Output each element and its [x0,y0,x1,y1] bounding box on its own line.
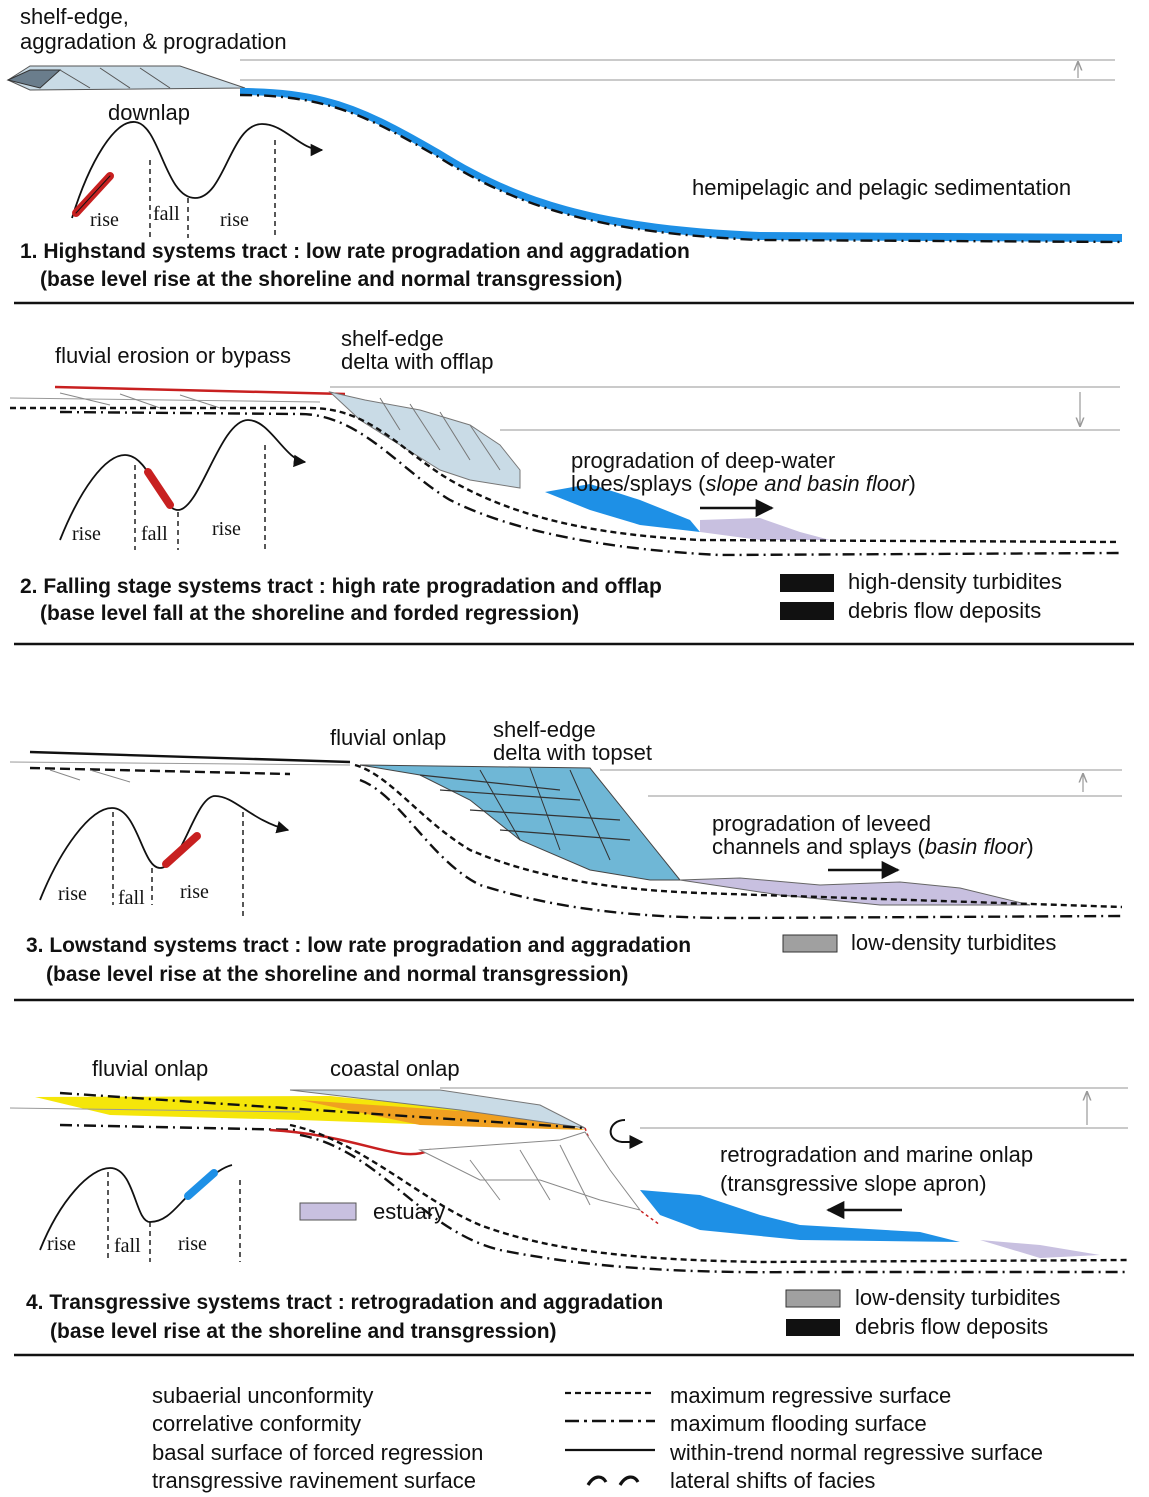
legend-swatch-low-density [785,1289,841,1308]
max-flooding-surface-1 [239,93,1123,244]
panel-4-title: 4. Transgressive systems tract : retrogr… [26,1291,663,1314]
label-fluvial-onlap-4: fluvial onlap [92,1056,208,1081]
legend-debris-flow-deposits: debris flow deposits [855,1314,1048,1339]
legend-transgressive-ravinement: transgressive ravinement surface [152,1468,476,1493]
hemipelagic-drape [240,88,1122,242]
panel-1-title: 1. Highstand systems tract : low rate pr… [20,240,690,263]
curve-label-fall: fall [118,887,145,909]
surface-legend: subaerial unconformity correlative confo… [152,1383,1043,1493]
legend-correlative-conformity: correlative conformity [152,1411,361,1436]
label-progradation-leveed: progradation of leveed [712,811,931,836]
panel-3-lowstand: fluvial onlap shelf-edge delta with tops… [9,717,1134,1002]
panel-2-subtitle: (base level fall at the shoreline and fo… [40,602,579,625]
base-level-curve-4: rise fall rise [39,1164,241,1262]
legend-swatch-estuary [299,1202,357,1221]
transgressive-slope-apron [640,1190,960,1242]
panel-4-subtitle: (base level rise at the shoreline and tr… [50,1320,557,1343]
legend-estuary: estuary [373,1199,445,1224]
curve-label-fall: fall [153,203,180,225]
curve-label-rise: rise [178,1233,207,1255]
current-position-marker-4 [184,1169,218,1200]
legend-within-trend-surface: within-trend normal regressive surface [669,1440,1043,1465]
max-flooding-surface-2 [59,410,1121,557]
coastal-wedge [289,1089,586,1129]
legend-max-regressive-surface: maximum regressive surface [670,1383,951,1408]
cycle-arrow-icon [609,1119,644,1149]
panel-4-transgressive: fluvial onlap coastal onlap retrogradati… [9,1056,1134,1357]
legend-swatch-low-density [782,934,838,953]
curve-label-rise: rise [180,881,209,903]
label-aggradation-progradation: aggradation & progradation [20,29,287,54]
max-regressive-surface-3 [354,763,1123,909]
offlap-delta [328,391,521,489]
label-delta-topset: delta with topset [493,740,652,765]
leveed-channels-splays [679,877,1031,906]
label-shelf-edge-1: shelf-edge, [20,4,129,29]
legend-subaerial-unconformity: subaerial unconformity [152,1383,373,1408]
coastal-onlap-fill [300,1100,585,1130]
panel-2-falling-stage: fluvial erosion or bypass shelf-edge del… [9,326,1134,646]
legend-swatch-debris-flow [780,602,834,620]
panel-1-highstand: shelf-edge, aggradation & progradation d… [6,4,1134,305]
base-level-curve-2: rise fall rise [59,419,307,550]
legend-max-flooding-surface: maximum flooding surface [670,1411,927,1436]
deep-water-splay [700,518,830,540]
label-fluvial-erosion: fluvial erosion or bypass [55,343,291,368]
label-transgressive-apron: (transgressive slope apron) [720,1171,987,1196]
legend-lateral-shifts: lateral shifts of facies [670,1468,875,1493]
max-flooding-surface-3 [359,778,1123,920]
label-hemipelagic: hemipelagic and pelagic sedimentation [692,175,1071,200]
lateral-shift-icon [586,1475,640,1486]
curve-label-rise: rise [47,1233,76,1255]
curve-label-rise: rise [90,209,119,231]
panel-2-title: 2. Falling stage systems tract : high ra… [20,575,662,598]
subaerial-unconformity [54,385,346,396]
legend-basal-surface-forced-regression: basal surface of forced regression [152,1440,483,1465]
current-position-marker-3 [162,832,201,868]
base-level-curve-1: rise fall rise [71,121,324,238]
base-level-curve-3: rise fall rise [39,795,290,920]
label-fluvial-onlap-3: fluvial onlap [330,725,446,750]
legend-low-density-turbidites: low-density turbidites [855,1285,1060,1310]
lowstand-delta [359,764,682,881]
panel-3-subtitle: (base level rise at the shoreline and no… [46,963,628,986]
retrograding-shoreface [418,1131,642,1211]
label-channels-splays: channels and splays (basin floor) [712,834,1034,859]
marine-onlap-splay [980,1240,1100,1258]
label-downlap: downlap [108,100,190,125]
legend-swatch-debris-flow [786,1319,840,1336]
curve-label-fall: fall [114,1235,141,1257]
label-shelf-edge-2: shelf-edge [341,326,444,351]
current-position-marker-2 [144,468,174,509]
max-flooding-surface-4 [299,1133,1128,1274]
legend-high-density-turbidites: high-density turbidites [848,569,1062,594]
label-shelf-edge-3: shelf-edge [493,717,596,742]
label-coastal-onlap: coastal onlap [330,1056,460,1081]
max-regressive-surface-4 [289,1123,1129,1264]
curve-label-rise: rise [58,883,87,905]
legend-swatch-high-density [780,574,834,592]
curve-label-rise: rise [72,523,101,545]
panel-3-title: 3. Lowstand systems tract : low rate pro… [26,934,691,957]
legend-debris-flow-deposits: debris flow deposits [848,598,1041,623]
curve-label-rise: rise [220,209,249,231]
label-delta-offlap: delta with offlap [341,349,493,374]
deep-water-lobe [545,484,700,532]
curve-label-fall: fall [141,523,168,545]
label-retrogradation: retrogradation and marine onlap [720,1142,1033,1167]
curve-label-rise: rise [212,518,241,540]
panel-1-subtitle: (base level rise at the shoreline and no… [40,268,622,291]
label-progradation-deep-water: progradation of deep-water [571,448,835,473]
max-regressive-surface-2 [10,406,1121,544]
label-lobes-splays: lobes/splays (slope and basin floor) [571,471,916,496]
shelf-edge-wedge [6,65,246,91]
legend-low-density-turbidites: low-density turbidites [851,930,1056,955]
